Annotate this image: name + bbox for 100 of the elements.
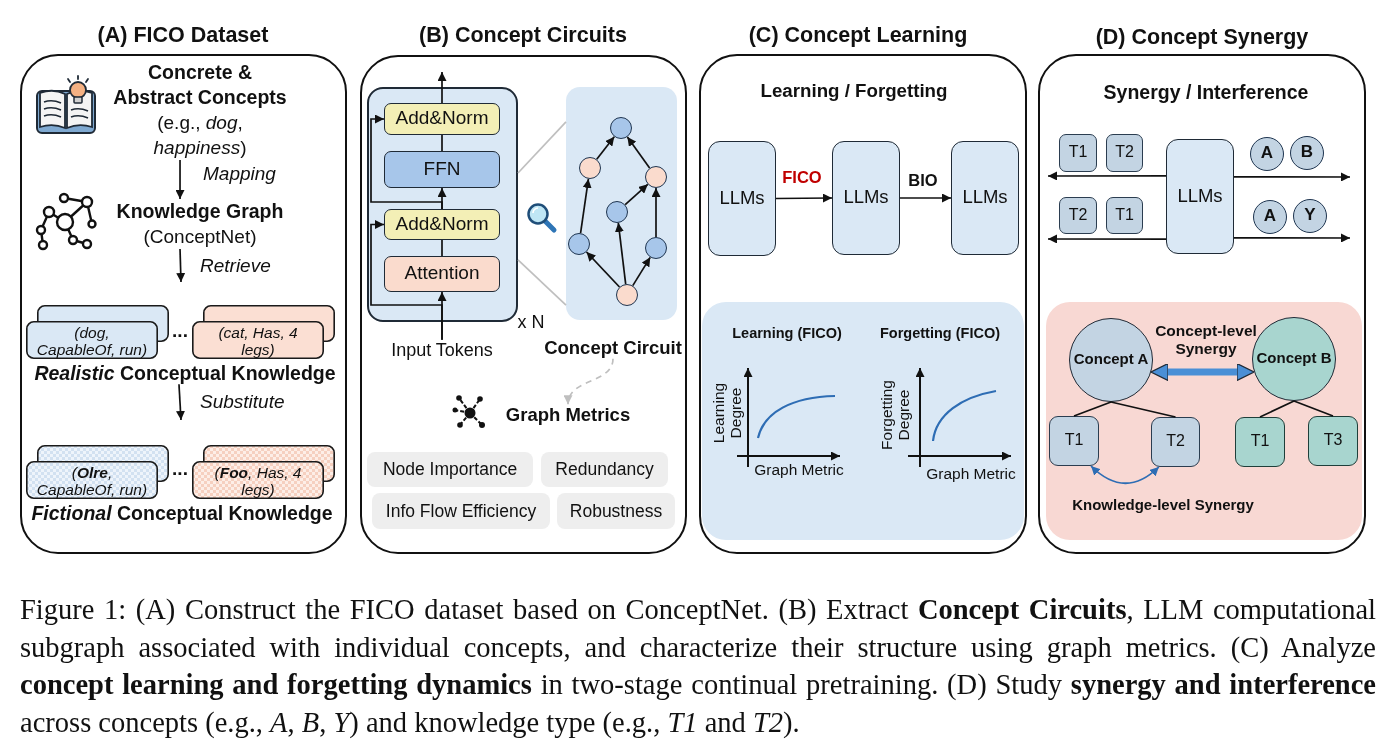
concept-circle: B [1290, 136, 1324, 170]
circuit-node [606, 201, 628, 223]
type-box: T3 [1308, 416, 1358, 466]
section-caption: Realistic Conceptual Knowledge [34, 361, 336, 385]
type-box: T1 [1059, 134, 1097, 172]
concept-circle: A [1250, 137, 1284, 171]
arrow [775, 193, 833, 203]
metric-chip: Robustness [557, 493, 675, 529]
edge-label: BIO [908, 170, 938, 190]
concept-circle: Concept A [1069, 318, 1153, 402]
edge-label: Knowledge-level Synergy [1072, 496, 1254, 514]
arrow [1047, 171, 1167, 181]
section-caption: Fictional Conceptual Knowledge [31, 501, 333, 525]
graph-heading: Knowledge Graph [115, 199, 285, 224]
connector-line [1110, 401, 1177, 418]
circuit-title: Concept Circuit [544, 337, 682, 359]
concept-circle: Y [1293, 199, 1327, 233]
chart-panel [702, 302, 1024, 540]
connector-line [1073, 401, 1112, 417]
chart-title: Forgetting (FICO) [880, 324, 1000, 342]
ellipsis: ... [172, 458, 188, 480]
model-box: LLMs [951, 141, 1019, 255]
axis-label: Graph Metric [754, 461, 844, 479]
arrow [624, 183, 649, 206]
arrow [899, 193, 952, 203]
chart-title: Learning (FICO) [732, 324, 842, 342]
layer-box: FFN [384, 151, 500, 188]
edge-label: Retrieve [200, 255, 271, 277]
figure-caption: Figure 1: (A) Construct the FICO dataset based on ConceptNet. (B) Extract Concept Circuits, LLM computational subgraph associated with individual concepts, and characterize their structure using graph metrics. (C) Analyze concept learning and forgetting dynamics in two-stage continual pretraining. (D) Study synergy and interference across concepts (e.g., A, B, Y) and knowledge type (e.g., T1 and T2). [20, 593, 1376, 740]
panel-subtitle: Synergy / Interference [1103, 80, 1309, 104]
repeat-label: x N [517, 311, 545, 333]
panel-title: (D) Concept Synergy [1095, 24, 1309, 50]
circuit-panel [566, 87, 677, 320]
curved-double-arrow [1090, 465, 1160, 485]
axis-label: Learning Degree [710, 381, 744, 446]
arrow [1047, 234, 1167, 244]
circuit-node [645, 237, 667, 259]
knowledge-card-stack: (dog, CapableOf, run) [26, 305, 169, 359]
model-box: LLMs [1166, 139, 1234, 254]
arrow [595, 135, 616, 161]
circuit-node [616, 284, 638, 306]
type-box: T2 [1151, 417, 1200, 467]
arrow [1233, 172, 1351, 182]
arrow [176, 383, 185, 421]
circuit-node [610, 117, 632, 139]
arrow [626, 136, 651, 169]
arrow [651, 187, 661, 238]
panel-title: (B) Concept Circuits [419, 22, 627, 48]
arrow [175, 159, 185, 200]
connector-line [441, 239, 443, 257]
layer-box: Add&Norm [384, 103, 500, 135]
type-box: T1 [1049, 416, 1099, 466]
arrow [370, 220, 443, 341]
arrow [437, 71, 447, 104]
knowledge-card-stack: (Foo, Has, 4 legs) [192, 445, 335, 499]
transformer-block [367, 87, 518, 322]
input-label: Input Tokens [391, 339, 493, 361]
arrow [1233, 233, 1351, 243]
panel-subtitle: Learning / Forgetting [760, 80, 948, 102]
graph-source: (ConceptNet) [142, 225, 258, 249]
double-arrow [1150, 362, 1255, 382]
ellipsis: ... [172, 320, 188, 342]
arrow [631, 256, 652, 287]
zoom-line [517, 121, 567, 174]
connector-line [1259, 400, 1295, 418]
circuit-node [568, 233, 590, 255]
arrow [614, 222, 627, 285]
model-box: LLMs [832, 141, 900, 255]
arrow [579, 178, 592, 234]
metrics-heading: Graph Metrics [505, 404, 631, 426]
dashed-arrow [564, 357, 614, 406]
panel-title: (A) FICO Dataset [97, 22, 269, 48]
metric-chip: Redundancy [541, 452, 668, 487]
layer-box: Attention [384, 256, 500, 292]
layer-box: Add&Norm [384, 209, 500, 240]
edge-label: Mapping [203, 163, 276, 185]
connector-line [1293, 400, 1334, 417]
concept-examples: (e.g., dog, happiness) [152, 111, 248, 160]
arrow [176, 248, 186, 283]
type-box: T1 [1235, 417, 1285, 467]
connector-line [441, 134, 443, 152]
panel-title: (C) Concept Learning [748, 22, 968, 48]
metric-chip: Info Flow Efficiency [372, 493, 550, 529]
knowledge-card-stack: (cat, Has, 4 legs) [192, 305, 335, 359]
type-box: T2 [1059, 197, 1097, 234]
model-box: LLMs [708, 141, 776, 256]
arrow [585, 251, 621, 288]
axis-label: Forgetting Degree [878, 379, 912, 452]
type-box: T1 [1106, 197, 1143, 234]
concept-circle: A [1253, 200, 1287, 234]
knowledge-card-stack: (Olre, CapableOf, run) [26, 445, 169, 499]
edge-label: Substitute [200, 391, 285, 413]
metric-chip: Node Importance [367, 452, 533, 487]
arrow [370, 114, 443, 210]
axis-label: Graph Metric [926, 465, 1016, 483]
edge-label: FICO [782, 167, 822, 187]
circuit-node [645, 166, 667, 188]
zoom-line [517, 259, 567, 306]
type-box: T2 [1106, 134, 1143, 172]
synergy-panel [1046, 302, 1362, 540]
